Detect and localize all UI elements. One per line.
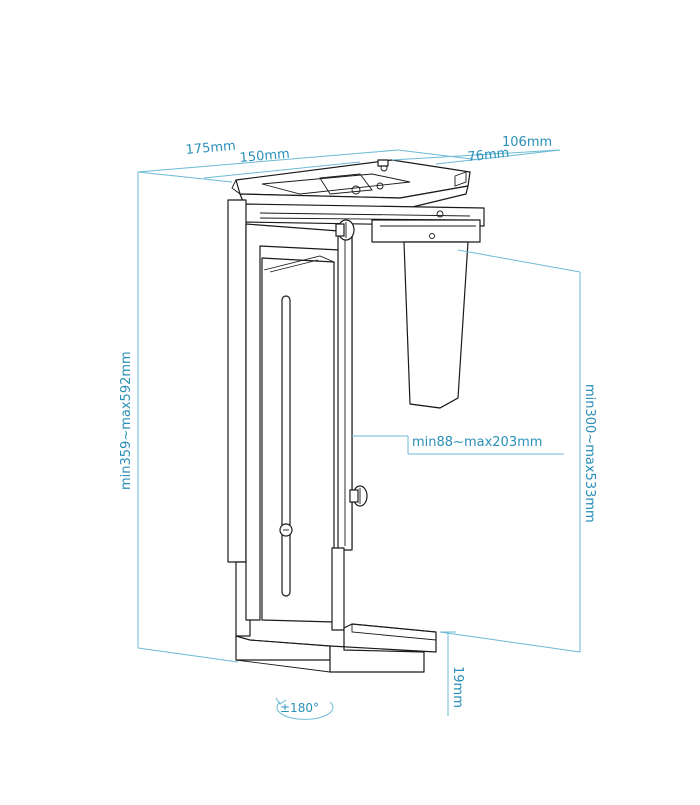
- right-rail: [331, 231, 353, 631]
- rotate-arrow-icon: ±180°: [275, 697, 334, 720]
- rear-side-bracket: [403, 241, 469, 409]
- adjustment-slot: [279, 295, 293, 597]
- top-slide-rail: [243, 203, 485, 243]
- side-knob: [349, 485, 368, 507]
- label-depth-total: 106mm: [502, 135, 552, 150]
- dimension-lines: [137, 149, 581, 716]
- bottom-base: [235, 623, 437, 673]
- top-mount-plate: [231, 159, 471, 211]
- label-base-height: 19mm: [450, 666, 465, 708]
- label-width-adjust: min88~max203mm: [412, 435, 542, 450]
- label-height-total: min359~max592mm: [119, 351, 134, 490]
- label-width-inner: 150mm: [239, 147, 290, 166]
- label-width-total: 175mm: [185, 139, 236, 158]
- dimension-labels: 175mm 150mm 106mm 76mm min359~max592mm m…: [119, 135, 597, 708]
- top-knob: [335, 219, 355, 241]
- label-rotation: ±180°: [280, 701, 319, 715]
- label-depth-inner: 76mm: [467, 146, 510, 165]
- label-height-inner: min300~max533mm: [582, 384, 597, 523]
- cpu-holder-outline: [227, 159, 485, 673]
